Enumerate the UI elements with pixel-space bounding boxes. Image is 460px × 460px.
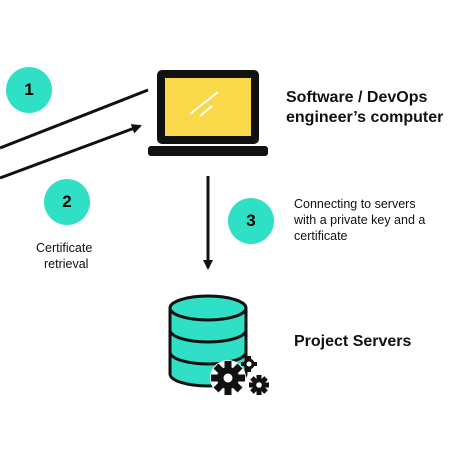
arrow-certificate-retrieval bbox=[0, 124, 142, 180]
retrieval-label: Certificate retrieval bbox=[36, 240, 92, 272]
arrow-to-computer bbox=[0, 88, 149, 150]
laptop-base bbox=[148, 146, 268, 156]
connect-label-line-1: Connecting to servers bbox=[294, 197, 416, 211]
servers-label: Project Servers bbox=[294, 332, 411, 352]
step-2-badge: 2 bbox=[44, 179, 90, 225]
step-3-badge: 3 bbox=[228, 198, 274, 244]
laptop-screen bbox=[165, 78, 251, 136]
retrieval-label-line-1: Certificate bbox=[36, 241, 93, 255]
connect-label: Connecting to servers with a private key… bbox=[294, 196, 425, 244]
retrieval-label-line-2: retrieval bbox=[44, 257, 89, 271]
computer-label-line-2: engineer’s computer bbox=[286, 109, 444, 126]
connect-label-line-3: certificate bbox=[294, 229, 348, 243]
step-3-number: 3 bbox=[246, 211, 256, 230]
step-2-number: 2 bbox=[62, 192, 72, 211]
gears-icon bbox=[210, 356, 269, 396]
connect-label-line-2: with a private key and a bbox=[294, 213, 426, 227]
computer-label: Software / DevOps engineer’s computer bbox=[286, 88, 443, 128]
step-1-badge: 1 bbox=[6, 67, 52, 113]
servers-label-text: Project Servers bbox=[294, 333, 412, 350]
computer-label-line-1: Software / DevOps bbox=[286, 89, 428, 106]
laptop-icon bbox=[148, 70, 268, 156]
step-1-number: 1 bbox=[24, 80, 34, 99]
